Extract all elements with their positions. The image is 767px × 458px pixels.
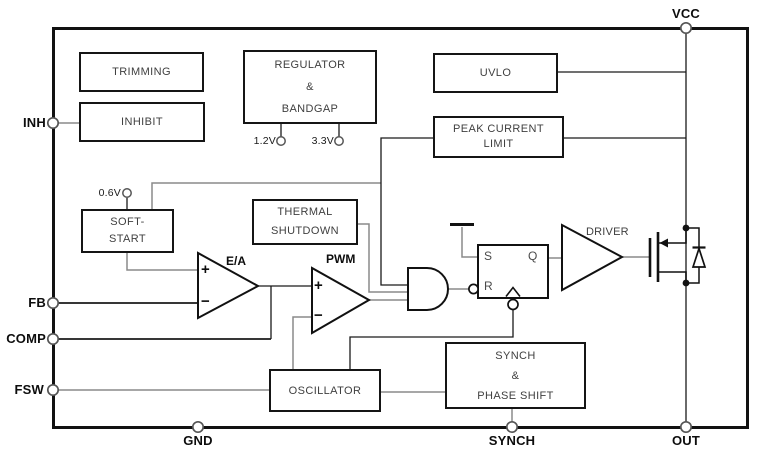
inh-pin-label: INH <box>23 115 46 130</box>
synch-label-line1: SYNCH <box>495 349 536 362</box>
peak-current-limit-block: PEAK CURRENT LIMIT <box>433 116 564 158</box>
latch-r-inverter-bubble <box>468 283 479 295</box>
terminal-1v2 <box>276 136 286 146</box>
thermal-shutdown-block: THERMAL SHUTDOWN <box>252 199 358 245</box>
error-amp-plus-sign: + <box>201 261 210 278</box>
synch-label-line2: & <box>511 369 520 382</box>
pin-fb <box>46 296 60 310</box>
terminal-3v3 <box>334 136 344 146</box>
mosfet-arrow <box>659 238 668 248</box>
thermal-label-line1: THERMAL <box>277 206 333 218</box>
pin-vcc <box>679 21 693 35</box>
error-amp-triangle <box>197 251 261 320</box>
pwm-label: PWM <box>326 252 356 266</box>
synch-phase-shift-block: SYNCH & PHASE SHIFT <box>445 342 586 409</box>
thermal-label-line2: SHUTDOWN <box>271 225 339 237</box>
comp-pin-label: COMP <box>6 331 46 346</box>
and-gate <box>407 267 449 311</box>
sr-latch-box <box>477 244 549 299</box>
synch-label-line3: PHASE SHIFT <box>477 389 554 402</box>
peak-current-label-line2: LIMIT <box>483 138 514 150</box>
uvlo-block: UVLO <box>433 53 558 93</box>
source-node-dot <box>682 279 690 287</box>
vcc-pin-label: VCC <box>671 6 701 21</box>
regulator-label-line2: & <box>306 81 314 93</box>
reg-3v3-label: 3.3V <box>311 135 334 147</box>
driver-triangle <box>561 223 625 292</box>
pwm-plus-sign: + <box>314 277 323 294</box>
pin-fsw <box>46 383 60 397</box>
latch-q-label: Q <box>528 249 538 263</box>
mosfet-symbol <box>648 230 687 282</box>
latch-r-label: R <box>484 279 494 293</box>
pin-out <box>679 420 693 434</box>
reg-1v2-label: 1.2V <box>253 135 276 147</box>
regulator-label-line1: REGULATOR <box>274 59 346 71</box>
inhibit-label: INHIBIT <box>121 116 163 128</box>
latch-clock-wedge <box>505 286 521 297</box>
peak-current-label-line1: PEAK CURRENT <box>453 123 544 135</box>
inhibit-block: INHIBIT <box>79 102 205 142</box>
latch-s-label: S <box>484 249 493 263</box>
signal-wires-gray <box>57 122 650 422</box>
error-amp-minus-sign: − <box>201 293 210 310</box>
package-pins <box>46 21 693 434</box>
oscillator-label: OSCILLATOR <box>288 384 362 397</box>
fsw-pin-label: FSW <box>14 382 44 397</box>
trimming-block: TRIMMING <box>79 52 204 92</box>
body-diode <box>686 227 707 284</box>
soft-start-label-line2: START <box>108 233 147 245</box>
pwm-comparator-triangle <box>311 266 372 335</box>
pin-inh <box>46 116 60 130</box>
error-amp-label: E/A <box>226 254 247 268</box>
soft-start-label-line1: SOFT- <box>110 216 145 228</box>
trimming-label: TRIMMING <box>112 66 171 78</box>
driver-label: DRIVER <box>586 226 629 238</box>
regulator-label-line3: BANDGAP <box>281 103 339 115</box>
pwm-minus-sign: − <box>314 307 323 324</box>
terminal-0v6 <box>122 188 132 198</box>
soft-start-ref-label: 0.6V <box>98 187 121 199</box>
synch-pin-label: SYNCH <box>488 433 536 448</box>
pin-synch <box>505 420 519 434</box>
reference-terminals <box>122 136 344 198</box>
oscillator-block: OSCILLATOR <box>269 369 381 412</box>
pin-comp <box>46 332 60 346</box>
gnd-pin-label: GND <box>183 433 213 448</box>
uvlo-label: UVLO <box>479 67 512 79</box>
latch-clock-inverter-bubble <box>507 298 519 311</box>
drain-node-dot <box>682 224 690 232</box>
out-pin-label: OUT <box>671 433 701 448</box>
fb-comp-wires <box>57 302 271 340</box>
ic-boundary <box>52 27 749 429</box>
regulator-bandgap-block: REGULATOR & BANDGAP <box>243 50 377 124</box>
pin-gnd <box>191 420 205 434</box>
fb-pin-label: FB <box>28 295 46 310</box>
soft-start-block: SOFT- START <box>81 209 174 253</box>
